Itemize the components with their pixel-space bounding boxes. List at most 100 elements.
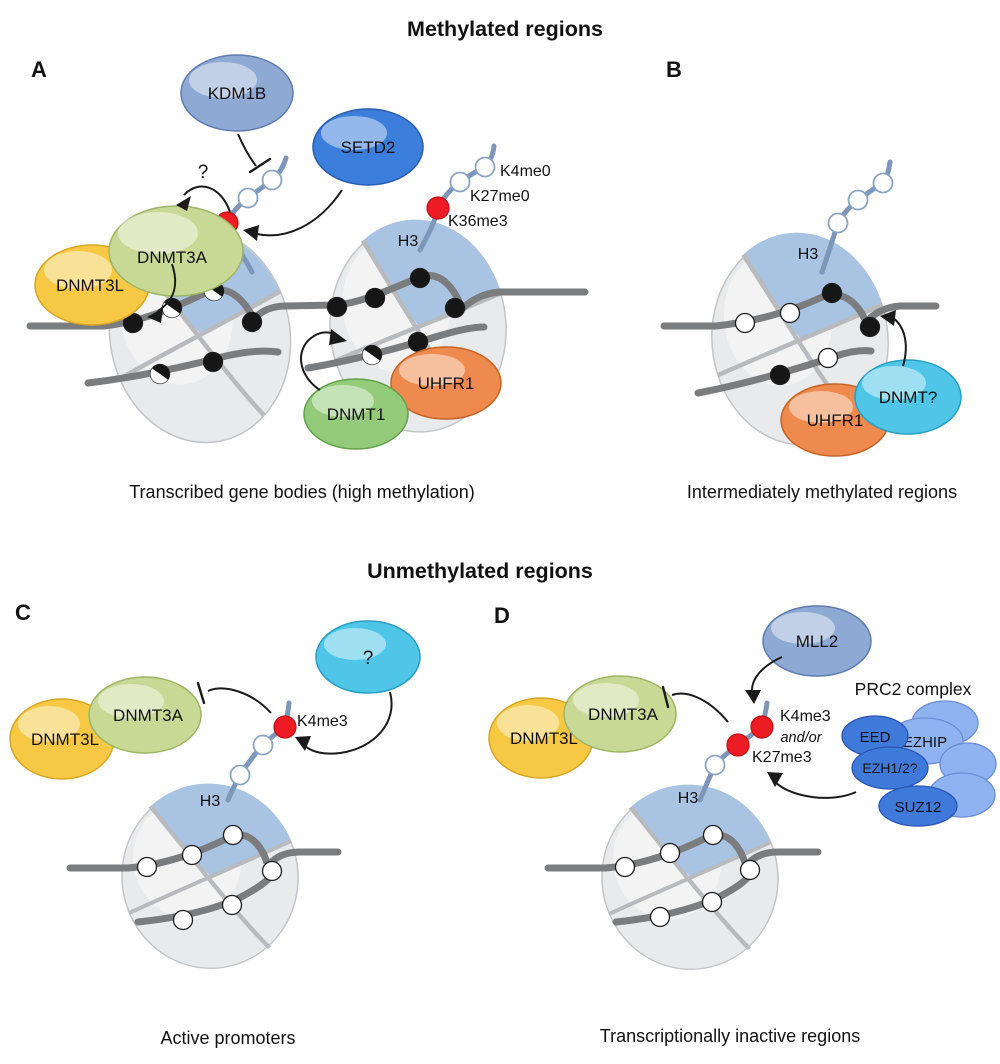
- methylation-dot: [734, 312, 756, 334]
- svg-text:DNMT3L: DNMT3L: [31, 730, 99, 749]
- tail-residue: [252, 734, 274, 756]
- dna-strand: [304, 323, 488, 372]
- tail-residue: [474, 156, 496, 178]
- methylation-dot: [409, 267, 431, 289]
- k36me3-mark: [426, 196, 450, 220]
- methylation-dot: [222, 824, 244, 846]
- k4k27-inhibition-arrow: [661, 685, 729, 723]
- panel-b-caption: Intermediately methylated regions: [687, 482, 957, 502]
- svg-text:DNMT1: DNMT1: [327, 405, 386, 424]
- protein-dnmt-unknown: DNMT?: [854, 359, 962, 435]
- dnmt1-maintenance-arrow: [300, 329, 347, 391]
- panel-a-label: A: [31, 57, 47, 82]
- k27me0-label: K27me0: [470, 188, 530, 205]
- tail-residue: [704, 754, 726, 776]
- tail-residue: [237, 187, 259, 209]
- methylation-dot: [817, 347, 839, 369]
- svg-text:DNMT3A: DNMT3A: [137, 248, 208, 267]
- h3-label: H3: [798, 246, 819, 263]
- tail-residue: [872, 172, 894, 194]
- tail-residue: [847, 189, 869, 211]
- methylation-dot: [407, 331, 429, 353]
- methylation-dot: [364, 287, 386, 309]
- tail-residue: [449, 171, 471, 193]
- setd2-arrow: [243, 189, 343, 241]
- tail-residue: [229, 764, 251, 786]
- prc2-complex: PRC2 complex EZHIP EED EZH1/2? SUZ12: [841, 679, 997, 827]
- svg-text:DNMT?: DNMT?: [879, 388, 938, 407]
- prc2-arrow: [767, 772, 857, 799]
- tail-residue: [827, 212, 849, 234]
- methylation-dot: [221, 894, 243, 916]
- methylation-dot: [739, 859, 761, 881]
- methylation-dot: [659, 842, 681, 864]
- k27me3-mark: [726, 733, 750, 757]
- h3-wedge: [743, 232, 883, 339]
- panel-c-label: C: [15, 600, 31, 625]
- protein-dnmt3l: DNMT3L: [9, 698, 115, 780]
- prc2-complex-label: PRC2 complex: [855, 679, 972, 699]
- svg-text:DNMT3L: DNMT3L: [510, 729, 578, 748]
- nucleosome: [121, 783, 299, 969]
- methylation-dot: [702, 824, 724, 846]
- k4me3-label: K4me3: [780, 708, 831, 725]
- section-title-unmethylated: Unmethylated regions: [367, 559, 593, 583]
- section-title-methylated: Methylated regions: [407, 17, 603, 41]
- prc2-ezh12: EZH1/2?: [851, 746, 929, 790]
- andor-label: and/or: [780, 730, 822, 746]
- h3-wedge: [630, 784, 771, 877]
- k4me3-label: K4me3: [297, 713, 348, 730]
- prc2-eed: EED: [841, 715, 909, 757]
- dnmt-unknown-arrow: [880, 310, 907, 367]
- svg-text:EZHIP: EZHIP: [903, 734, 947, 751]
- methylation-dot: [261, 860, 283, 882]
- svg-text:DNMT3A: DNMT3A: [588, 705, 659, 724]
- svg-text:SETD2: SETD2: [341, 138, 396, 157]
- protein-dnmt1: DNMT1: [303, 378, 409, 450]
- kdm1b-inhibition-arrow: [237, 133, 272, 174]
- methylation-dot: [821, 282, 843, 304]
- dna-strand: [544, 831, 822, 874]
- methylation-dot: [241, 311, 263, 333]
- prc2-suz12: SUZ12: [878, 785, 958, 827]
- panel-d-label: D: [494, 603, 510, 628]
- protein-kdm1b: KDM1B: [180, 54, 294, 132]
- protein-unknown: ?: [315, 620, 421, 694]
- methylation-dot: [136, 856, 158, 878]
- panel-b-label: B: [666, 57, 682, 82]
- methylation-dot: [361, 344, 383, 366]
- svg-text:UHFR1: UHFR1: [418, 374, 475, 393]
- k4me0-label: K4me0: [500, 163, 551, 180]
- methylation-dot: [326, 296, 348, 318]
- dna-strand: [66, 831, 342, 874]
- svg-text:?: ?: [363, 648, 374, 669]
- methylation-dot: [172, 909, 194, 931]
- protein-setd2: SETD2: [312, 108, 424, 186]
- methylation-dot: [161, 297, 183, 319]
- methylation-dot: [181, 844, 203, 866]
- k4me3-inhibition-arrow: [196, 681, 272, 714]
- h3-wedge: [150, 783, 291, 876]
- methylation-dot: [859, 316, 881, 338]
- svg-text:KDM1B: KDM1B: [208, 84, 267, 103]
- protein-dnmt3a: DNMT3A: [108, 205, 244, 297]
- protein-mll2: MLL2: [762, 605, 872, 677]
- panel-d-caption: Transcriptionally inactive regions: [600, 1026, 860, 1046]
- unknown-arrow: [295, 691, 393, 755]
- tail-residue: [261, 169, 283, 191]
- panel-c-caption: Active promoters: [160, 1028, 295, 1048]
- svg-text:?: ?: [198, 162, 209, 183]
- methylation-dot: [779, 302, 801, 324]
- methylation-dot: [444, 297, 466, 319]
- svg-text:UHFR1: UHFR1: [807, 411, 864, 430]
- h3-label: H3: [678, 790, 699, 807]
- mll2-arrow: [745, 656, 783, 704]
- h3-label: H3: [398, 233, 419, 250]
- svg-text:EED: EED: [860, 729, 891, 746]
- svg-text:SUZ12: SUZ12: [895, 799, 942, 816]
- svg-text:DNMT3A: DNMT3A: [113, 706, 184, 725]
- svg-text:EZH1/2?: EZH1/2?: [862, 760, 917, 776]
- methylation-dot: [614, 856, 636, 878]
- protein-dnmt3a: DNMT3A: [563, 675, 677, 753]
